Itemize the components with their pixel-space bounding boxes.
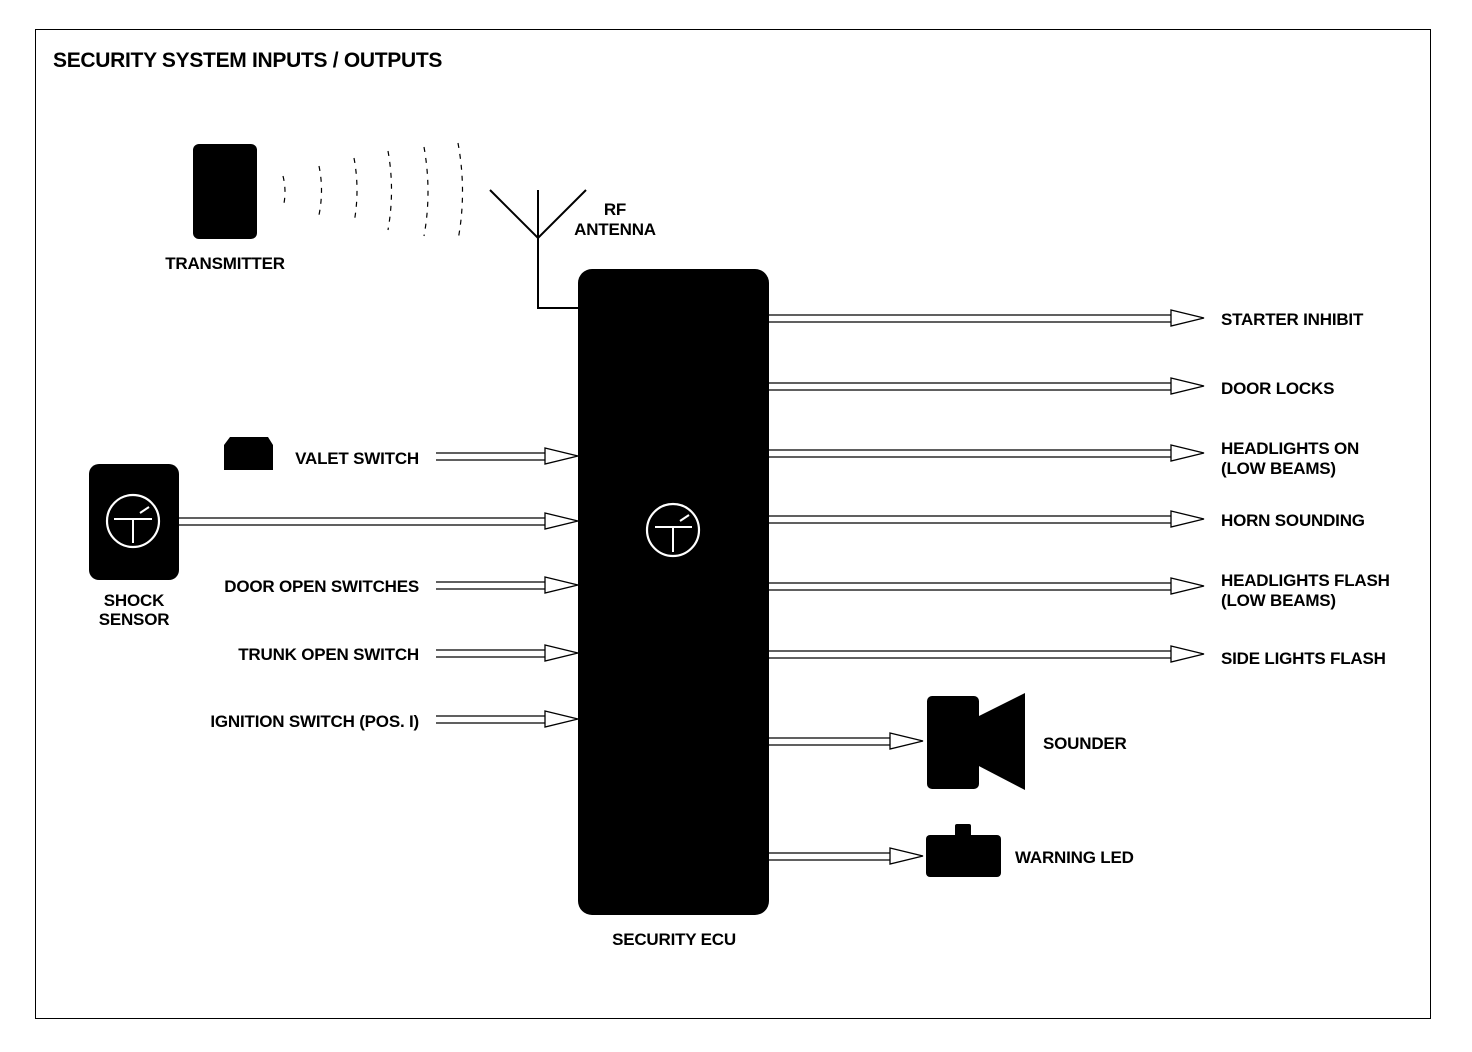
security-ecu-block — [578, 269, 769, 915]
sounder-label: SOUNDER — [1043, 734, 1127, 753]
output-label-headlights-on-low-beams: (LOW BEAMS) — [1221, 459, 1336, 478]
diagram-title: SECURITY SYSTEM INPUTS / OUTPUTS — [53, 49, 442, 72]
shock-label: SHOCK — [104, 591, 165, 610]
output-label-headlights-flash-low-beams: (LOW BEAMS) — [1221, 591, 1336, 610]
input-arrow-shock-sensor — [179, 512, 579, 530]
diagram-frame — [35, 29, 1431, 1019]
output-arrow-side-lights-flash — [769, 645, 1205, 663]
output-label-starter-inhibit: STARTER INHIBIT — [1221, 310, 1364, 329]
output-arrow-door-locks — [769, 377, 1205, 395]
input-label-valet-switch: VALET SWITCH — [295, 449, 419, 468]
valet-switch-icon — [224, 437, 273, 470]
input-arrow-door-open-switches — [436, 576, 579, 594]
ecu-label: SECURITY ECU — [612, 930, 736, 949]
output-label-horn-sounding: HORN SOUNDING — [1221, 511, 1365, 530]
warning-led-label: WARNING LED — [1015, 848, 1134, 867]
antenna-label: ANTENNA — [574, 220, 656, 239]
input-label-door-open-switches: DOOR OPEN SWITCHES — [224, 577, 419, 596]
output-arrow-headlights-flash — [769, 577, 1205, 595]
output-label-headlights-flash: HEADLIGHTS FLASH — [1221, 571, 1390, 590]
antenna-icon — [489, 189, 587, 309]
output-arrow-starter-inhibit — [769, 309, 1205, 327]
output-label-door-locks: DOOR LOCKS — [1221, 379, 1334, 398]
input-arrow-ignition-switch — [436, 710, 579, 728]
input-label-ignition-switch: IGNITION SWITCH (POS. I) — [210, 712, 419, 731]
output-arrow-sounder — [769, 732, 924, 750]
shock-sensor-symbol-icon — [105, 493, 161, 549]
radio-waves-icon — [282, 142, 464, 241]
transmitter-label: TRANSMITTER — [165, 254, 285, 273]
input-label-trunk-open-switch: TRUNK OPEN SWITCH — [238, 645, 419, 664]
input-arrow-valet-switch — [436, 447, 579, 465]
ecu-symbol-icon — [645, 502, 701, 558]
transmitter-icon — [193, 144, 257, 239]
rf-label: RF — [604, 200, 626, 219]
input-arrow-trunk-open-switch — [436, 644, 579, 662]
output-arrow-warning-led — [769, 847, 924, 865]
output-arrow-headlights-on — [769, 444, 1205, 462]
output-label-side-lights-flash: SIDE LIGHTS FLASH — [1221, 649, 1386, 668]
output-label-headlights-on: HEADLIGHTS ON — [1221, 439, 1359, 458]
warning-led-icon — [926, 824, 1001, 877]
sounder-icon — [927, 693, 1025, 790]
output-arrow-horn-sounding — [769, 510, 1205, 528]
sensor-label: SENSOR — [99, 610, 170, 629]
